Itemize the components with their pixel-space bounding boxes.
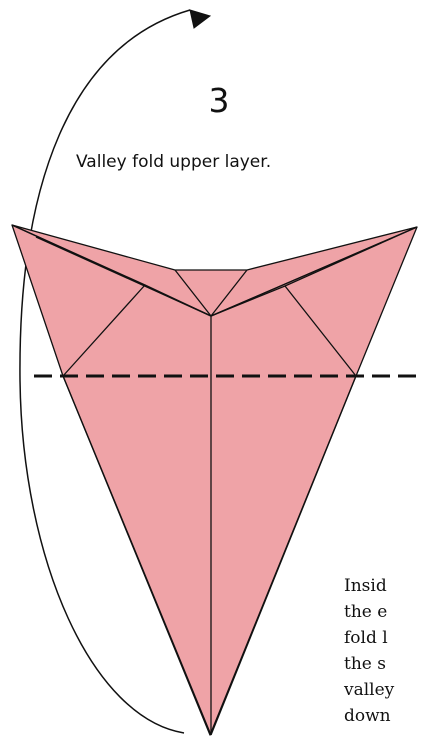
step-number: 3 [208,81,230,120]
note-line: the e [344,602,388,622]
note-line: the s [344,654,386,674]
note-line: fold l [344,628,388,648]
instruction-note: Insid the e fold l the s valley down [344,573,421,729]
step-caption: Valley fold upper layer. [76,152,272,172]
note-line: down [344,706,391,726]
note-line: valley [344,680,395,700]
note-line: Insid [344,576,387,596]
paper-shape [11,224,418,736]
curved-arrow-icon [19,9,212,734]
